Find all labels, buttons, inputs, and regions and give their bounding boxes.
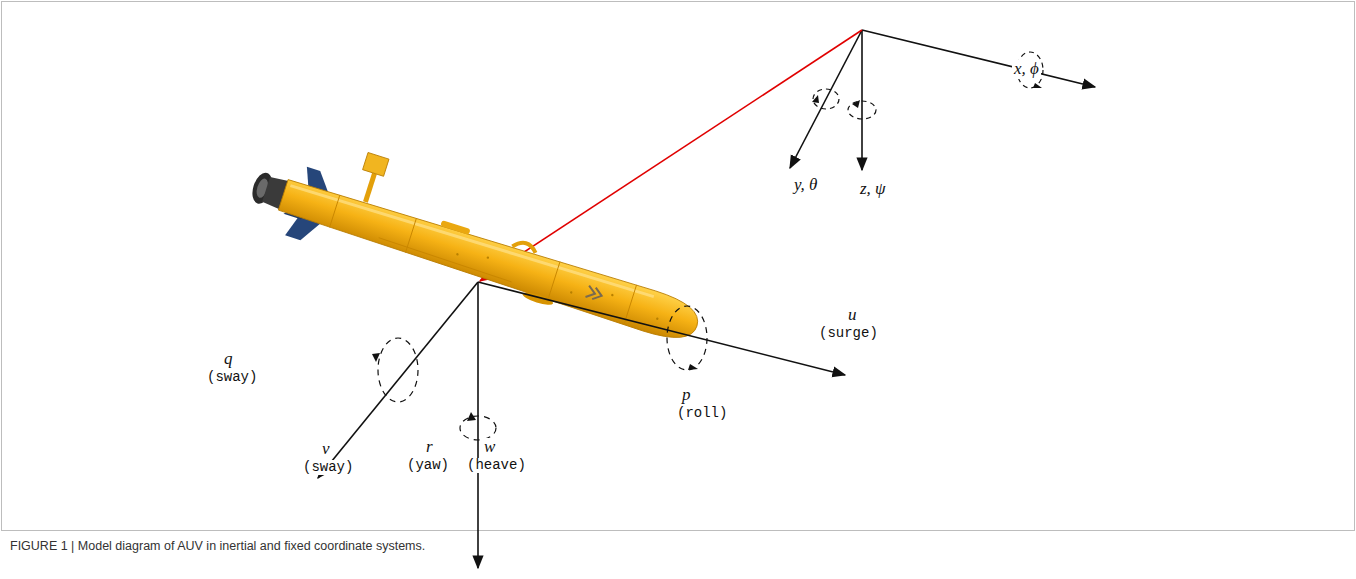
- axis-label: y, θ: [792, 176, 819, 195]
- motion-name: (sway): [206, 370, 258, 385]
- figure-caption: FIGURE 1 | Model diagram of AUV in inert…: [10, 540, 425, 554]
- axis-label: x, ϕ: [1012, 60, 1041, 79]
- axis-label: z, ψ: [858, 180, 888, 199]
- velocity-label: v: [320, 440, 332, 459]
- velocity-label: w: [482, 438, 497, 457]
- motion-name: (heave): [466, 458, 527, 473]
- motion-name: (sway): [302, 460, 354, 475]
- rate-label: q: [222, 350, 235, 369]
- motion-name: (roll): [676, 406, 728, 421]
- velocity-label: u: [846, 306, 859, 325]
- motion-name: (surge): [818, 326, 879, 341]
- motion-name: (yaw): [406, 458, 450, 473]
- rate-label: p: [680, 386, 693, 405]
- rate-label: r: [424, 438, 435, 457]
